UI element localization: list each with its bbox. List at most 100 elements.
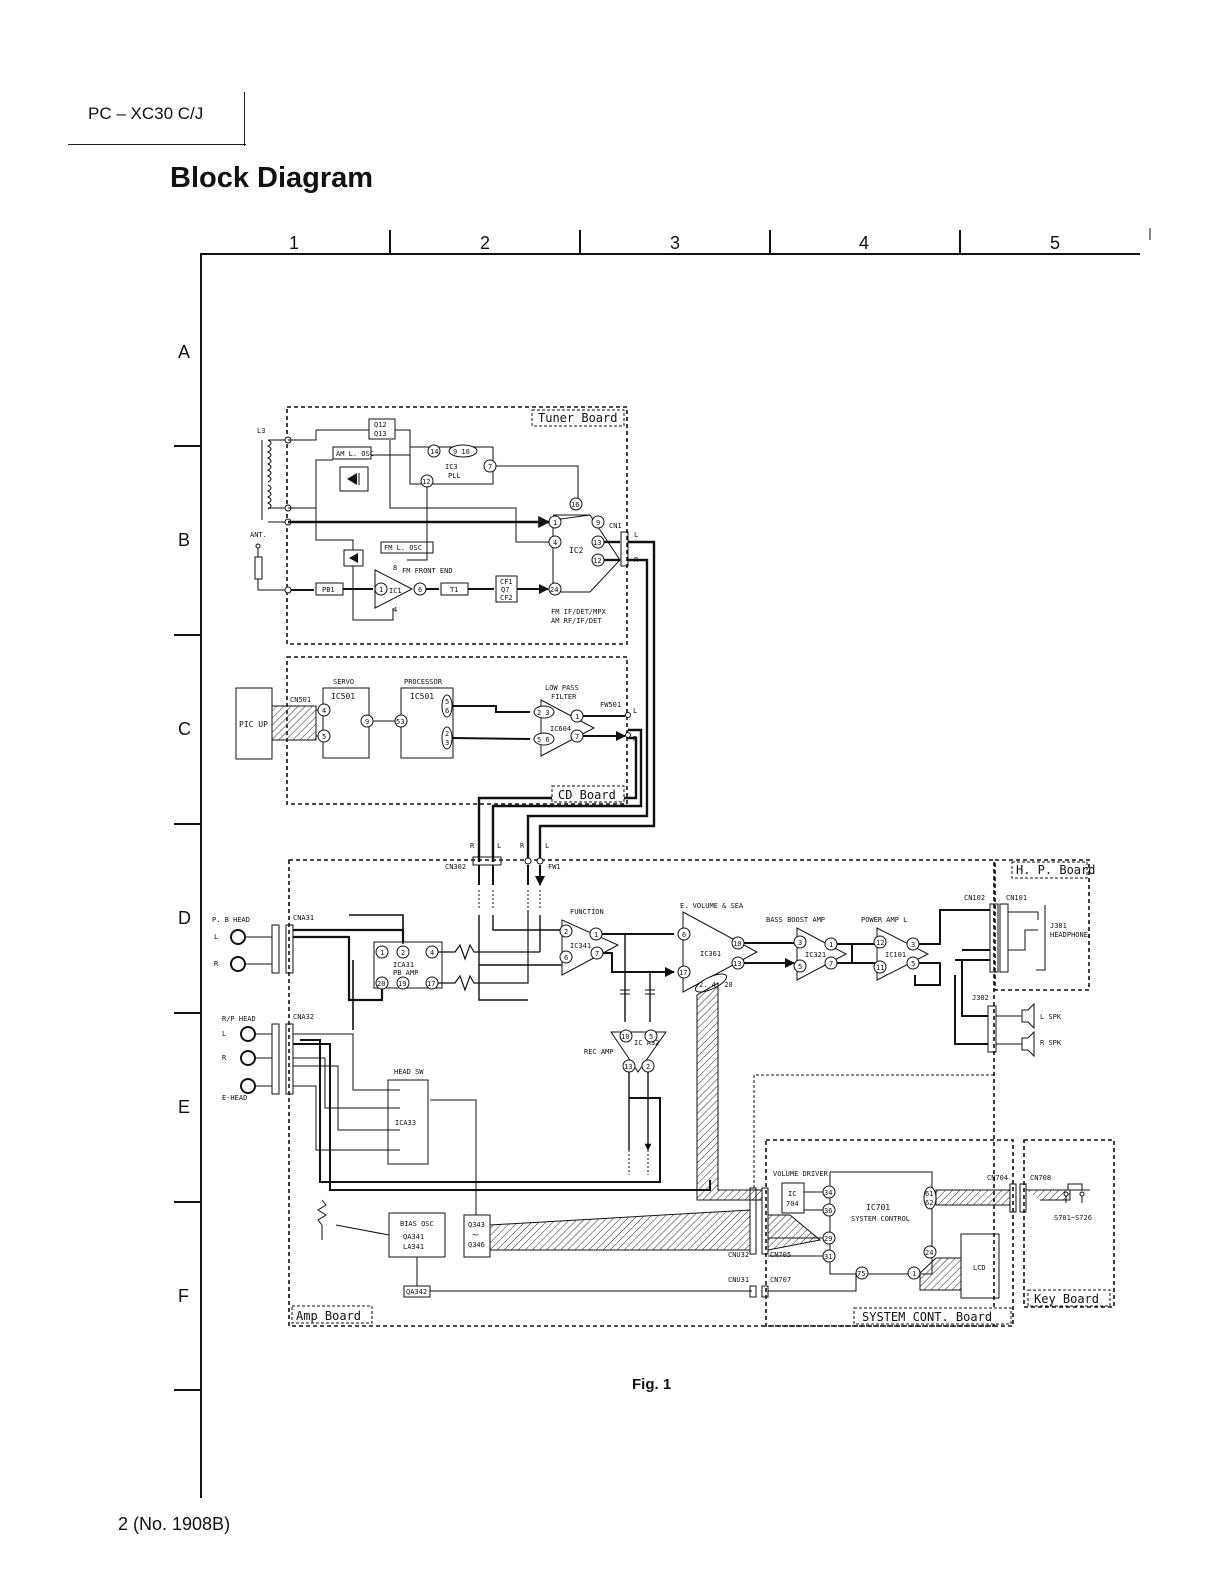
- col-label-4: 4: [859, 233, 869, 253]
- low-pass-label: LOW PASS: [545, 684, 579, 692]
- power-amp-label: POWER AMP L: [861, 916, 907, 924]
- ic604-pin1: 1: [575, 713, 579, 721]
- ic604-pin7: 7: [575, 733, 579, 741]
- fw1-r: R: [520, 842, 525, 850]
- cn302-r: R: [470, 842, 475, 850]
- ic341-pin1: 1: [594, 931, 598, 939]
- cn705-label: CN705: [770, 1251, 791, 1259]
- ica31-pin2: 2: [401, 949, 405, 957]
- ic501-servo-label: IC501: [331, 692, 355, 701]
- ic701-pin24: 24: [925, 1249, 933, 1257]
- rec-amp-label: REC AMP: [584, 1048, 614, 1056]
- ica32-pin13: 13: [624, 1063, 632, 1071]
- ic3-pin9-10: 9 10: [453, 448, 470, 456]
- bias-osc-label: BIAS OSC: [400, 1220, 434, 1228]
- cf2-label: CF2: [500, 594, 513, 602]
- col-label-5: 5: [1050, 233, 1060, 253]
- ica31-pin20: 20: [377, 980, 385, 988]
- col-label-2: 2: [480, 233, 490, 253]
- ic341-label: IC341: [570, 942, 591, 950]
- rp-head-r: R: [222, 1054, 227, 1062]
- servo-pin9: 9: [365, 718, 369, 726]
- e-head-label: E-HEAD: [222, 1094, 247, 1102]
- q343-q346-range: ⁓: [472, 1231, 479, 1239]
- pll-label: PLL: [448, 472, 461, 480]
- ic701-pin36: 36: [824, 1207, 832, 1215]
- ic1-pin8: 8: [393, 564, 397, 572]
- ic2-pin12: 12: [593, 557, 601, 565]
- ic701-pin31: 31: [824, 1253, 832, 1261]
- cn708-label: CN708: [1030, 1174, 1051, 1182]
- cnu32-label: CNU32: [728, 1251, 749, 1259]
- ic361-label: IC361: [700, 950, 721, 958]
- ic361-pin10: 10: [733, 940, 741, 948]
- ica32-label: IC A32: [634, 1039, 659, 1047]
- ic2-pin16: 16: [571, 501, 579, 509]
- ic704-label-b: 704: [786, 1200, 799, 1208]
- rp-head-l: L: [222, 1030, 226, 1038]
- cn1-label: CN1: [609, 522, 622, 530]
- ic604-pin56: 5 6: [537, 736, 550, 744]
- model-number: PC – XC30 C/J: [88, 104, 204, 123]
- cn501-label: CN501: [290, 696, 311, 704]
- system-control-label: SYSTEM CONTROL: [851, 1215, 910, 1223]
- ic2-pin24: 24: [550, 586, 558, 594]
- ica32-pin2: 2: [646, 1063, 650, 1071]
- hp-board-label: H. P. Board: [1016, 863, 1095, 877]
- processor-pin6: 6: [445, 707, 449, 715]
- fw1-l: L: [545, 842, 549, 850]
- t1-label: T1: [450, 586, 458, 594]
- ic101-pin11: 11: [876, 964, 884, 972]
- ic701-label: IC701: [866, 1203, 890, 1212]
- processor-pin2: 2: [445, 730, 449, 738]
- ic604-label: IC604: [550, 725, 571, 733]
- tuner-board: Tuner Board L3 ANT. Q12 Q13 AM L. OSC 14…: [250, 406, 639, 645]
- pb-head-l: L: [214, 933, 218, 941]
- ic101-pin5: 5: [911, 960, 915, 968]
- ic704-label-a: IC: [788, 1190, 796, 1198]
- key-board: Key Board S701~S726: [1023, 1139, 1115, 1308]
- j301-label: J301: [1050, 922, 1067, 930]
- ic1-label: IC1: [389, 587, 402, 595]
- ic341-pin7: 7: [595, 950, 599, 958]
- head-sw-label: HEAD SW: [394, 1068, 424, 1076]
- ic361-pin17: 17: [679, 969, 687, 977]
- key-board-label: Key Board: [1034, 1292, 1099, 1306]
- row-label-b: B: [178, 530, 190, 550]
- cn302-label: CN302: [445, 863, 466, 871]
- ic3-pin14: 14: [430, 448, 438, 456]
- ic361-pin6: 6: [682, 931, 686, 939]
- row-label-f: F: [178, 1286, 189, 1306]
- ic321-pin5: 5: [798, 963, 802, 971]
- pb-amp-label: PB AMP: [393, 969, 418, 977]
- row-label-d: D: [178, 908, 191, 928]
- q7-label: Q7: [501, 586, 509, 594]
- processor-pin53: 53: [396, 718, 404, 726]
- ic321-pin3: 3: [798, 939, 802, 947]
- ica31-pin1: 1: [380, 949, 384, 957]
- ic341-pin6: 6: [564, 954, 568, 962]
- qa342-label: QA342: [406, 1288, 427, 1296]
- ica31-pin4: 4: [430, 949, 434, 957]
- servo-pin4: 4: [322, 707, 326, 715]
- ic701-pin62: 62: [925, 1199, 933, 1207]
- ic701-pin75: 75: [857, 1270, 865, 1278]
- s701-s726-label: S701~S726: [1054, 1214, 1092, 1222]
- ic2-label: IC2: [569, 546, 584, 555]
- ic341-pin2: 2: [564, 928, 568, 936]
- grid-frame: [174, 228, 1151, 1498]
- hp-board: H. P. Board CN102 CN101 J301 HEADPHONE J…: [753, 859, 1095, 1190]
- cna31-label: CNA31: [293, 914, 314, 922]
- la341-label: LA341: [403, 1243, 424, 1251]
- ic604-pin23: 2 3: [537, 709, 550, 717]
- ica32-pin5: 5: [649, 1033, 653, 1041]
- volume-driver-label: VOLUME DRIVER: [773, 1170, 829, 1178]
- cn102-label: CN102: [964, 894, 985, 902]
- fm-front-label: FM FRONT END: [402, 567, 453, 575]
- headphone-label: HEADPHONE: [1050, 931, 1088, 939]
- am-osc-label: AM L. OSC: [336, 450, 374, 458]
- ic701-pin34: 34: [824, 1189, 832, 1197]
- ica32-pin10: 10: [621, 1033, 629, 1041]
- ic3-pin7: 7: [488, 463, 492, 471]
- filter-label: FILTER: [551, 693, 577, 701]
